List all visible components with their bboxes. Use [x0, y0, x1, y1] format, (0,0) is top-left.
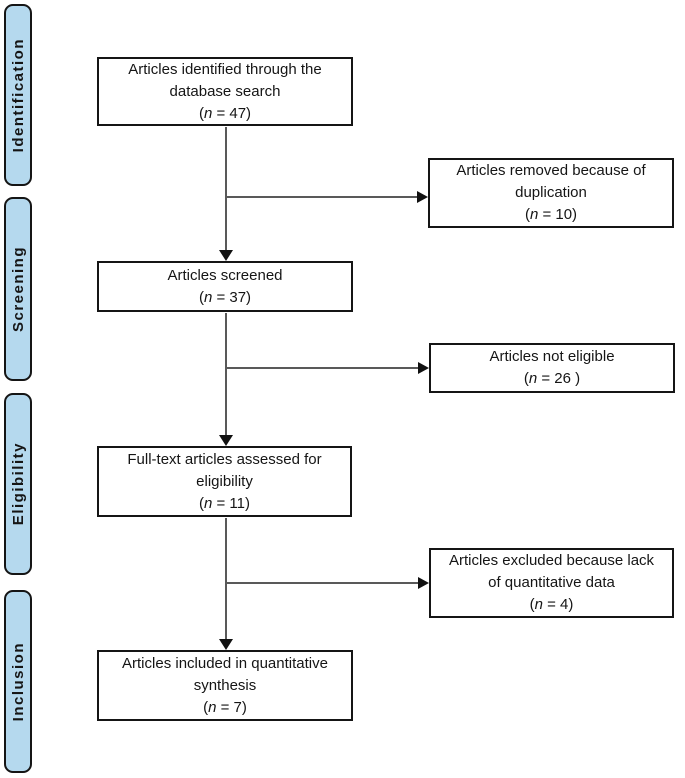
- box-fulltext-assessed-count: (n = 11): [198, 494, 250, 512]
- box-articles-not-eligible-count: (n = 26 ): [523, 370, 581, 387]
- box-articles-identified: Articles identified through the database…: [97, 57, 353, 126]
- stage-screening-label: Screening: [9, 245, 27, 333]
- box-articles-removed-duplication: Articles removed because of duplication …: [428, 158, 674, 228]
- stage-eligibility-label: Eligibility: [9, 442, 27, 526]
- box-articles-screened-text: Articles screened: [167, 266, 283, 284]
- box-articles-included-text: Articles included in quantitative synthe…: [122, 654, 328, 694]
- box-articles-not-eligible: Articles not eligible (n = 26 ): [429, 343, 675, 393]
- stage-identification: Identification: [4, 4, 32, 186]
- box-articles-excluded-quantitative-text: Articles excluded because lack of quanti…: [448, 552, 655, 591]
- stage-identification-label: Identification: [9, 37, 27, 153]
- stage-inclusion-label: Inclusion: [9, 641, 27, 722]
- arrowhead-to-removed-duplication: [417, 191, 428, 203]
- arrowhead-to-excluded-quantitative: [418, 577, 429, 589]
- box-fulltext-assessed-text: Full-text articles assessed for eligibil…: [127, 450, 322, 490]
- arrowhead-fulltext-to-included: [219, 639, 233, 650]
- box-articles-identified-count: (n = 47): [198, 104, 252, 122]
- box-articles-screened: Articles screened (n = 37): [97, 261, 353, 312]
- arrowhead-to-not-eligible: [418, 362, 429, 374]
- box-articles-excluded-quantitative-count: (n = 4): [529, 596, 574, 613]
- arrowhead-screened-to-fulltext: [219, 435, 233, 446]
- box-articles-excluded-quantitative: Articles excluded because lack of quanti…: [429, 548, 674, 618]
- box-articles-screened-count: (n = 37): [198, 288, 252, 306]
- arrowhead-identified-to-screened: [219, 250, 233, 261]
- box-articles-removed-duplication-text: Articles removed because of duplication: [456, 162, 646, 201]
- box-fulltext-assessed: Full-text articles assessed for eligibil…: [97, 446, 352, 517]
- box-articles-removed-duplication-count: (n = 10): [524, 206, 578, 223]
- stage-screening: Screening: [4, 197, 32, 381]
- stage-eligibility: Eligibility: [4, 393, 32, 575]
- box-articles-identified-text: Articles identified through the database…: [128, 60, 322, 100]
- box-articles-not-eligible-text: Articles not eligible: [489, 348, 615, 365]
- stage-inclusion: Inclusion: [4, 590, 32, 773]
- box-articles-included: Articles included in quantitative synthe…: [97, 650, 353, 721]
- box-articles-included-count: (n = 7): [203, 698, 247, 716]
